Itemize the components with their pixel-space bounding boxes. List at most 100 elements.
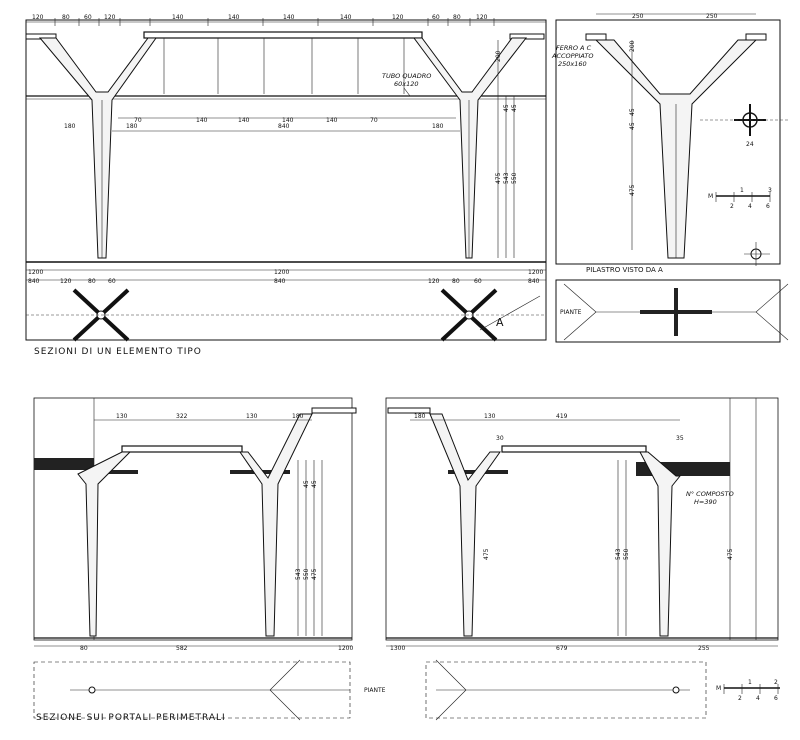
- pv-dim-475: 475: [629, 184, 636, 196]
- scale-bottom-t2: 2: [774, 679, 778, 686]
- pl-dim-1200: 1200: [338, 645, 353, 652]
- base-r-2: 80: [452, 278, 460, 285]
- portal-right-top-beam: [387, 407, 431, 414]
- top-dim-12: 120: [476, 14, 488, 21]
- pl-dim-543: 543: [295, 568, 302, 580]
- portal-left-pillar-1: [77, 451, 132, 637]
- base-r-3: 60: [474, 278, 482, 285]
- pl-dim-45a: 45: [303, 480, 310, 488]
- pr-dim-35: 35: [676, 435, 684, 442]
- top-dim-8: 140: [340, 14, 352, 21]
- pv-dim-24: 24: [746, 141, 754, 148]
- pl-dim-322: 322: [176, 413, 188, 420]
- base-dim-1200-left: 1200: [28, 269, 43, 276]
- perimeter-portal-right: 1300 679 255 180 130 419 30 35 N° COMPOS…: [364, 397, 780, 721]
- pr-dim-130: 130: [484, 413, 496, 420]
- base-l-1: 120: [60, 278, 72, 285]
- portal-right-plan-frame: [425, 661, 707, 719]
- pr-dim-1300: 1300: [390, 645, 405, 652]
- composite-note-1: N° COMPOSTO: [686, 490, 734, 498]
- top-dim-5: 140: [172, 14, 184, 21]
- composite-note-2: H=390: [694, 498, 717, 506]
- tube-size-label: 60x120: [394, 80, 419, 88]
- iron-note-3: 250x160: [558, 60, 587, 68]
- portal-left-roof-beam: [121, 445, 243, 453]
- title-plans-top: PIANTE: [560, 309, 582, 316]
- view-marker-a: A: [496, 316, 504, 329]
- pl-dim-130b: 130: [246, 413, 258, 420]
- pr-dim-475b: 475: [727, 548, 734, 560]
- pl-dim-550: 550: [303, 568, 310, 580]
- vdim-200: 200: [495, 50, 502, 62]
- top-dim-ticks: [54, 18, 495, 26]
- portal-left-wall-slab: [34, 458, 94, 470]
- roof-beam-center: [143, 31, 423, 39]
- pr-dim-543: 543: [615, 548, 622, 560]
- inner-dim-5: 140: [326, 117, 338, 124]
- roof-hangers: [163, 38, 405, 94]
- top-dim-6: 140: [228, 14, 240, 21]
- base-dim-840-left: 840: [28, 278, 40, 285]
- pillar-plan: PIANTE: [555, 279, 789, 343]
- section-typical: 120 80 60 120 140 140 140 140 120 60 80 …: [25, 14, 547, 342]
- scale-bar-bottom: [723, 684, 780, 694]
- pv-dim-200: 200: [629, 40, 636, 52]
- portal-left-frame: [33, 397, 353, 641]
- y-pillar-right: [413, 37, 528, 259]
- top-dim-11: 80: [453, 14, 461, 21]
- pv-beam-right: [745, 33, 767, 41]
- pr-dim-180: 180: [414, 413, 426, 420]
- top-dim-3: 60: [84, 14, 92, 21]
- title-pillar-view: PILASTRO VISTO DA A: [586, 266, 663, 274]
- title-section-perimeter: SEZIONE SUI PORTALI PERIMETRALI: [36, 713, 226, 723]
- pl-dim-475: 475: [311, 568, 318, 580]
- scale-top-m: M: [708, 193, 713, 200]
- vdim-550: 550: [511, 172, 518, 184]
- inner-dim-4: 140: [282, 117, 294, 124]
- pillar-view-frame: [555, 19, 781, 265]
- base-dim-840-mid: 840: [274, 278, 286, 285]
- scale-bottom-b2: 4: [756, 695, 760, 702]
- base-l-2: 80: [88, 278, 96, 285]
- scale-bottom-t1: 1: [748, 679, 752, 686]
- top-dim-7: 140: [283, 14, 295, 21]
- pl-dim-180: 180: [292, 413, 304, 420]
- pr-dim-475a: 475: [483, 548, 490, 560]
- pv-dim-250a: 250: [632, 13, 644, 20]
- base-dim-1200-right: 1200: [528, 269, 543, 276]
- scale-top-b2: 4: [748, 203, 752, 210]
- portal-left-top-beam: [311, 407, 357, 414]
- view-arrow-line: [479, 295, 541, 331]
- pl-dim-45b: 45: [311, 480, 318, 488]
- portal-right-pillar-1: [429, 413, 501, 637]
- title-section-typical: SEZIONI DI UN ELEMENTO TIPO: [34, 347, 202, 357]
- base-r-1: 120: [428, 278, 440, 285]
- scale-bottom-b1: 2: [738, 695, 742, 702]
- top-dim-4: 120: [104, 14, 116, 21]
- base-l-3: 60: [108, 278, 116, 285]
- perimeter-portal-left: 80 582 1200 130 322 130 180 45 45 543 55…: [33, 397, 357, 721]
- inner-total: 840: [278, 123, 290, 130]
- pv-dim-250b: 250: [706, 13, 718, 20]
- portal-left-pillar-2: [239, 413, 313, 637]
- scale-top-t1: 1: [740, 187, 744, 194]
- scale-bottom-b3: 6: [774, 695, 778, 702]
- vdim-45b: 45: [511, 104, 518, 112]
- scale-bottom-m: M: [716, 685, 721, 692]
- pr-dim-419: 419: [556, 413, 568, 420]
- tube-leader: [403, 87, 411, 97]
- vdim-543: 543: [503, 172, 510, 184]
- pillar-view: 250 250 FERRO A C ACCOPPIATO 250x160 200…: [551, 13, 790, 266]
- title-plans-bottom: PIANTE: [364, 687, 386, 694]
- section-typical-frame: [25, 19, 547, 341]
- node-symbol: [744, 242, 770, 266]
- portal-right-roof-beam: [501, 445, 647, 453]
- pr-dim-550: 550: [623, 548, 630, 560]
- roof-beam-right: [509, 33, 545, 40]
- top-dim-9: 120: [392, 14, 404, 21]
- inner-dim-3: 140: [238, 117, 250, 124]
- pv-dim-45b: 45: [629, 122, 636, 130]
- top-dim-10: 60: [432, 14, 440, 21]
- side-right-dim: 180: [432, 123, 444, 130]
